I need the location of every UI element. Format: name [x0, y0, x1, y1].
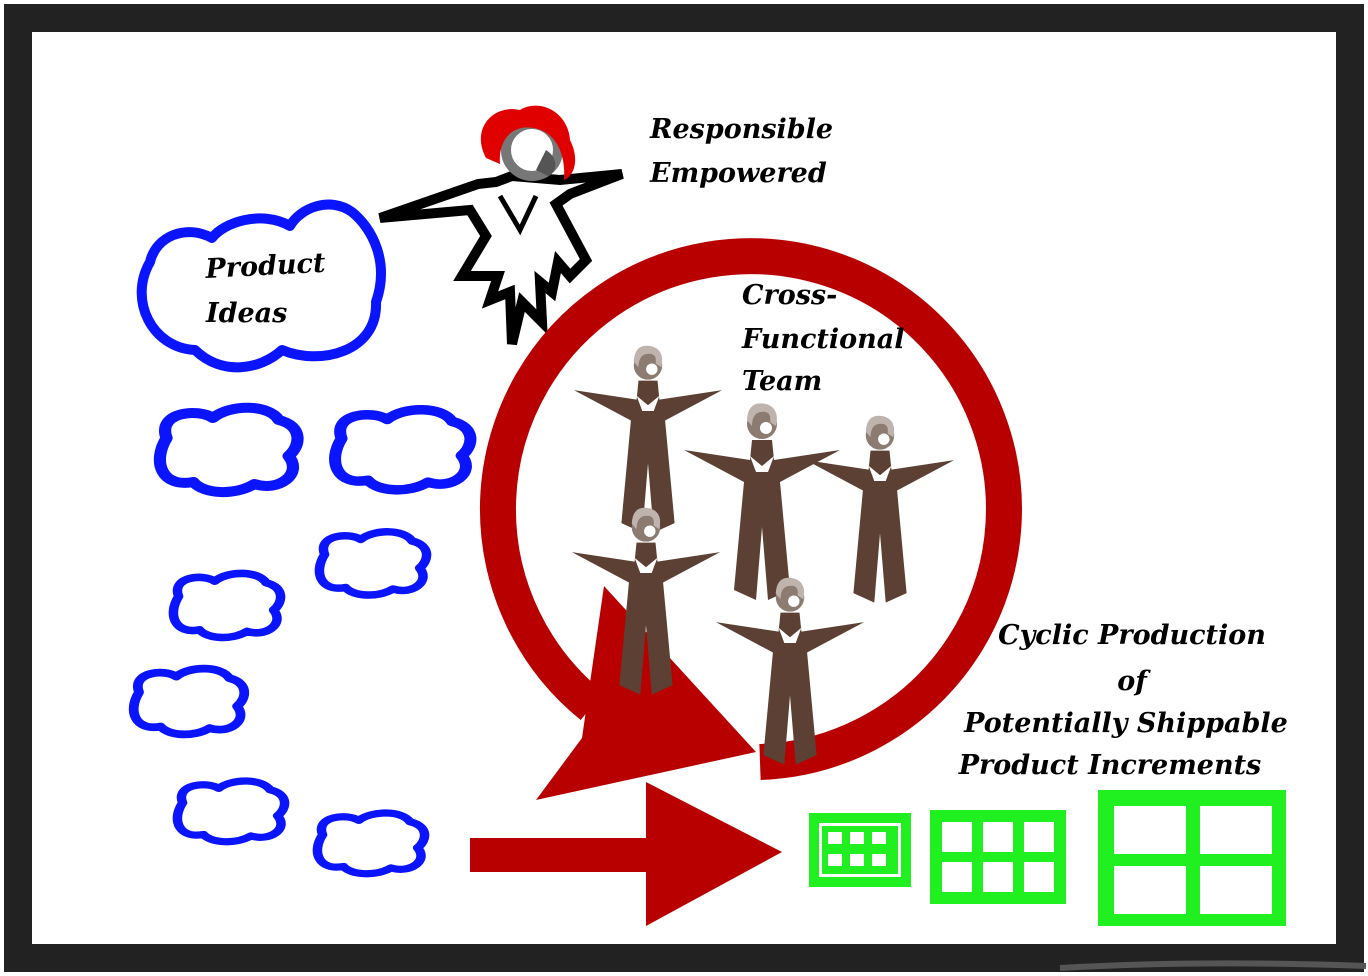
cloud-icon — [335, 410, 470, 490]
delivery-arrow-icon — [470, 782, 782, 926]
sprint-cycle-loop — [479, 238, 1022, 780]
frame-border — [4, 4, 1364, 972]
cloud-icon — [319, 532, 426, 595]
team-member-figure-icon — [805, 415, 955, 603]
team-member-figure-icon — [684, 403, 840, 600]
output-label-line1: Cyclic Production — [998, 620, 1266, 651]
product-ideas-label-line2: Ideas — [205, 298, 287, 329]
increment-grid-icon — [809, 813, 911, 887]
cloud-icon — [177, 781, 284, 842]
increment-1 — [809, 813, 911, 887]
team-member-figure-icon — [573, 345, 723, 533]
increment-3 — [1098, 790, 1286, 926]
cloud-icon — [173, 573, 280, 637]
owner-label-line2: Empowered — [649, 158, 827, 189]
owner-label-line1: Responsible — [649, 114, 833, 145]
team-label-line2: Functional — [741, 324, 905, 355]
cloud-icon — [134, 669, 245, 735]
sprint-cycle-arrowhead-icon — [536, 586, 756, 800]
frame-edge-sketch — [1059, 960, 1367, 971]
cloud-icon — [317, 813, 424, 874]
output-label-line4: Product Increments — [958, 750, 1262, 781]
output-label-line2: of — [1117, 666, 1151, 697]
backlog-clouds — [134, 408, 471, 874]
output-label-line3: Potentially Shippable — [963, 708, 1288, 739]
increment-2 — [930, 810, 1066, 904]
cloud-icon — [160, 408, 298, 492]
team-label-line1: Cross- — [742, 280, 837, 311]
team-label-line3: Team — [742, 366, 822, 397]
product-ideas-label-line1: Product — [204, 248, 327, 285]
product-owner-figure-icon — [378, 105, 624, 346]
product-ideas-cloud-icon — [136, 199, 386, 373]
